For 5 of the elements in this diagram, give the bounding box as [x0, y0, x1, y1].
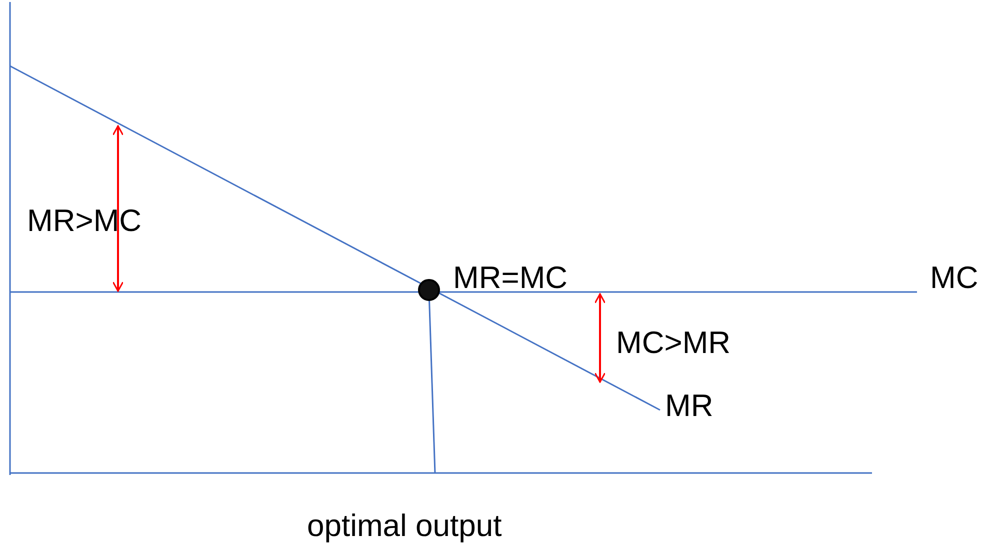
equilibrium-label: MR=MC — [453, 262, 568, 293]
curve-label: MR — [665, 390, 714, 421]
gap-label: MC>MR — [616, 327, 731, 358]
axis-label: optimal output — [307, 510, 502, 541]
curve-label: MC — [930, 262, 978, 293]
